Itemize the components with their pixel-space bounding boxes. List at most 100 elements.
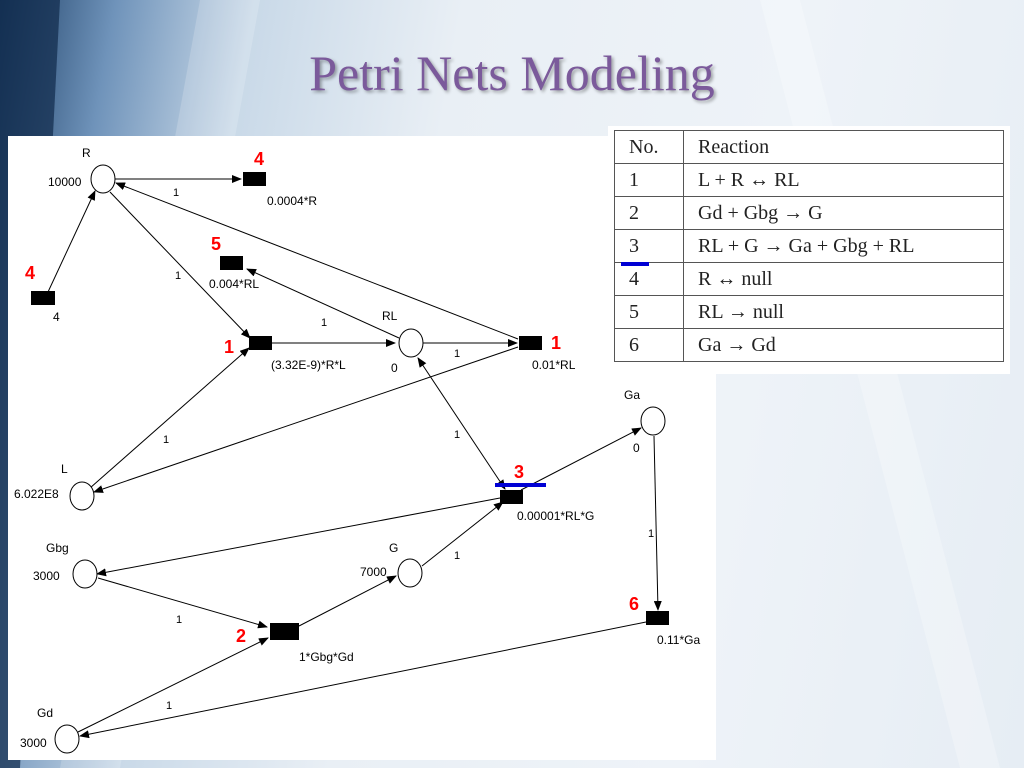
table-row: 3 RL + G → Ga + Gbg + RL	[614, 229, 1004, 263]
reaction-equation: RL → null	[683, 295, 1004, 329]
rate-label: 0.004*RL	[209, 277, 259, 291]
transitions	[31, 172, 669, 640]
reaction-equation: Ga → Gd	[683, 328, 1004, 362]
transition-rates: 0.0004*R 4 0.004*RL (3.32E-9)*R*L 0.01*R…	[53, 194, 700, 664]
rate-label: 0.11*Ga	[657, 633, 700, 647]
arc-t3-to-Ga	[520, 427, 642, 491]
rate-label: (3.32E-9)*R*L	[271, 358, 346, 372]
reaction-no: 3	[614, 229, 684, 263]
arc-RL-to-t5	[246, 268, 400, 339]
reaction-id: 4	[25, 263, 35, 283]
place-tokens-L: 6.022E8	[14, 487, 59, 501]
table-row: 5 RL → null	[614, 295, 1004, 329]
rate-label: 0.01*RL	[532, 358, 576, 372]
transition-3[interactable]	[500, 490, 523, 504]
places	[54, 164, 666, 754]
arc-t3-to-Gbg	[96, 497, 501, 577]
arc-weight-label: 1	[173, 187, 179, 199]
transition-3-highlight	[495, 483, 546, 487]
arc-G-to-t3	[421, 501, 504, 567]
place-tokens-Gbg: 3000	[33, 569, 60, 583]
reaction-no: 2	[614, 196, 684, 230]
place-tokens-G: 7000	[360, 565, 387, 579]
arc-t1b-to-R	[115, 182, 519, 340]
arc-weight-label: 1	[454, 429, 460, 441]
place-tokens-RL: 0	[391, 361, 398, 375]
table-row: 1 L + R ↔ RL	[614, 163, 1004, 197]
place-label-RL: RL	[382, 309, 398, 323]
place-Ga[interactable]	[640, 406, 666, 436]
arc-Gbg-to-t2	[97, 577, 268, 629]
reaction-ids: 4 4 5 1 1 3 6 2	[25, 149, 639, 646]
reaction-id: 6	[629, 594, 639, 614]
reaction-id: 3	[514, 462, 524, 482]
place-labels: R 10000 L 6.022E8 RL 0 Ga 0 Gbg 3000 G 7…	[14, 146, 640, 750]
rate-label: 4	[53, 310, 60, 324]
place-tokens-Ga: 0	[633, 441, 640, 455]
transition-2[interactable]	[270, 623, 299, 640]
reaction-equation: R ↔ null	[683, 262, 1004, 296]
arc-weight-label: 1	[321, 317, 327, 329]
place-Gbg[interactable]	[72, 559, 98, 589]
arc-weights: 1 1 1 1 1 1 1 1 1 1	[163, 187, 654, 712]
reaction-id: 5	[211, 234, 221, 254]
place-Gd[interactable]	[54, 724, 80, 754]
reaction-equation: RL + G → Ga + Gbg + RL	[683, 229, 1004, 263]
arc-t6-to-Gd	[79, 621, 647, 739]
reaction-id: 1	[551, 333, 561, 353]
arc-Gd-to-t2	[77, 637, 269, 733]
place-label-R: R	[82, 146, 91, 160]
transition-6[interactable]	[646, 611, 669, 625]
slide-title: Petri Nets Modeling	[309, 45, 715, 101]
arc-weight-label: 1	[163, 434, 169, 446]
place-R[interactable]	[90, 164, 116, 194]
table-row: 4 R ↔ null	[614, 262, 1004, 296]
place-tokens-Gd: 3000	[20, 736, 47, 750]
reaction-no: 5	[614, 295, 684, 329]
rate-label: 0.0004*R	[267, 194, 317, 208]
arc-weight-label: 1	[648, 528, 654, 540]
arc-t2-to-G	[298, 575, 397, 627]
arc-weight-label: 1	[176, 614, 182, 626]
reaction-id: 1	[224, 337, 234, 357]
arc-RL-t3-bidirectional	[417, 357, 506, 490]
arcs	[47, 175, 662, 739]
reaction-table-panel: No. Reaction 1 L + R ↔ RL 2 Gd + Gbg → G…	[608, 126, 1010, 374]
place-tokens-R: 10000	[48, 175, 82, 189]
petri-net-panel	[8, 136, 716, 760]
transition-1b[interactable]	[519, 336, 542, 350]
arc-weight-label: 1	[166, 700, 172, 712]
table-row: 6 Ga → Gd	[614, 328, 1004, 362]
header-no: No.	[614, 130, 684, 164]
transition-4b[interactable]	[31, 291, 55, 305]
arc-weight-label: 1	[454, 348, 460, 360]
place-label-L: L	[61, 462, 68, 476]
reaction-no: 6	[614, 328, 684, 362]
arc-t4b-to-R	[47, 190, 96, 293]
table-row: 2 Gd + Gbg → G	[614, 196, 1004, 230]
place-RL[interactable]	[398, 328, 424, 358]
reaction-table: No. Reaction 1 L + R ↔ RL 2 Gd + Gbg → G…	[614, 130, 1004, 362]
transition-4a[interactable]	[243, 172, 266, 186]
place-label-Gbg: Gbg	[46, 541, 69, 555]
rate-label: 0.00001*RL*G	[517, 509, 594, 523]
place-L[interactable]	[69, 481, 95, 511]
petri-net-diagram: 1 1 1 1 1 1 1 1 1 1 R 10000 L 6.022E8 RL…	[14, 146, 700, 754]
reaction-no: 1	[614, 163, 684, 197]
rate-label: 1*Gbg*Gd	[299, 650, 354, 664]
transition-1a[interactable]	[249, 336, 272, 350]
arc-Ga-to-t6	[653, 435, 662, 611]
arc-R-to-t1a	[109, 191, 251, 339]
arc-weight-label: 1	[454, 550, 460, 562]
reaction-no: 4	[614, 262, 684, 296]
place-label-Gd: Gd	[37, 706, 53, 720]
place-G[interactable]	[397, 558, 423, 588]
arc-weight-label: 1	[175, 270, 181, 282]
place-label-Ga: Ga	[624, 388, 640, 402]
row-3-highlight-underline	[621, 262, 649, 266]
reaction-id: 4	[254, 149, 264, 169]
table-header-row: No. Reaction	[614, 130, 1004, 164]
transition-5[interactable]	[220, 256, 243, 270]
reaction-equation: Gd + Gbg → G	[683, 196, 1004, 230]
header-reaction: Reaction	[683, 130, 1004, 164]
